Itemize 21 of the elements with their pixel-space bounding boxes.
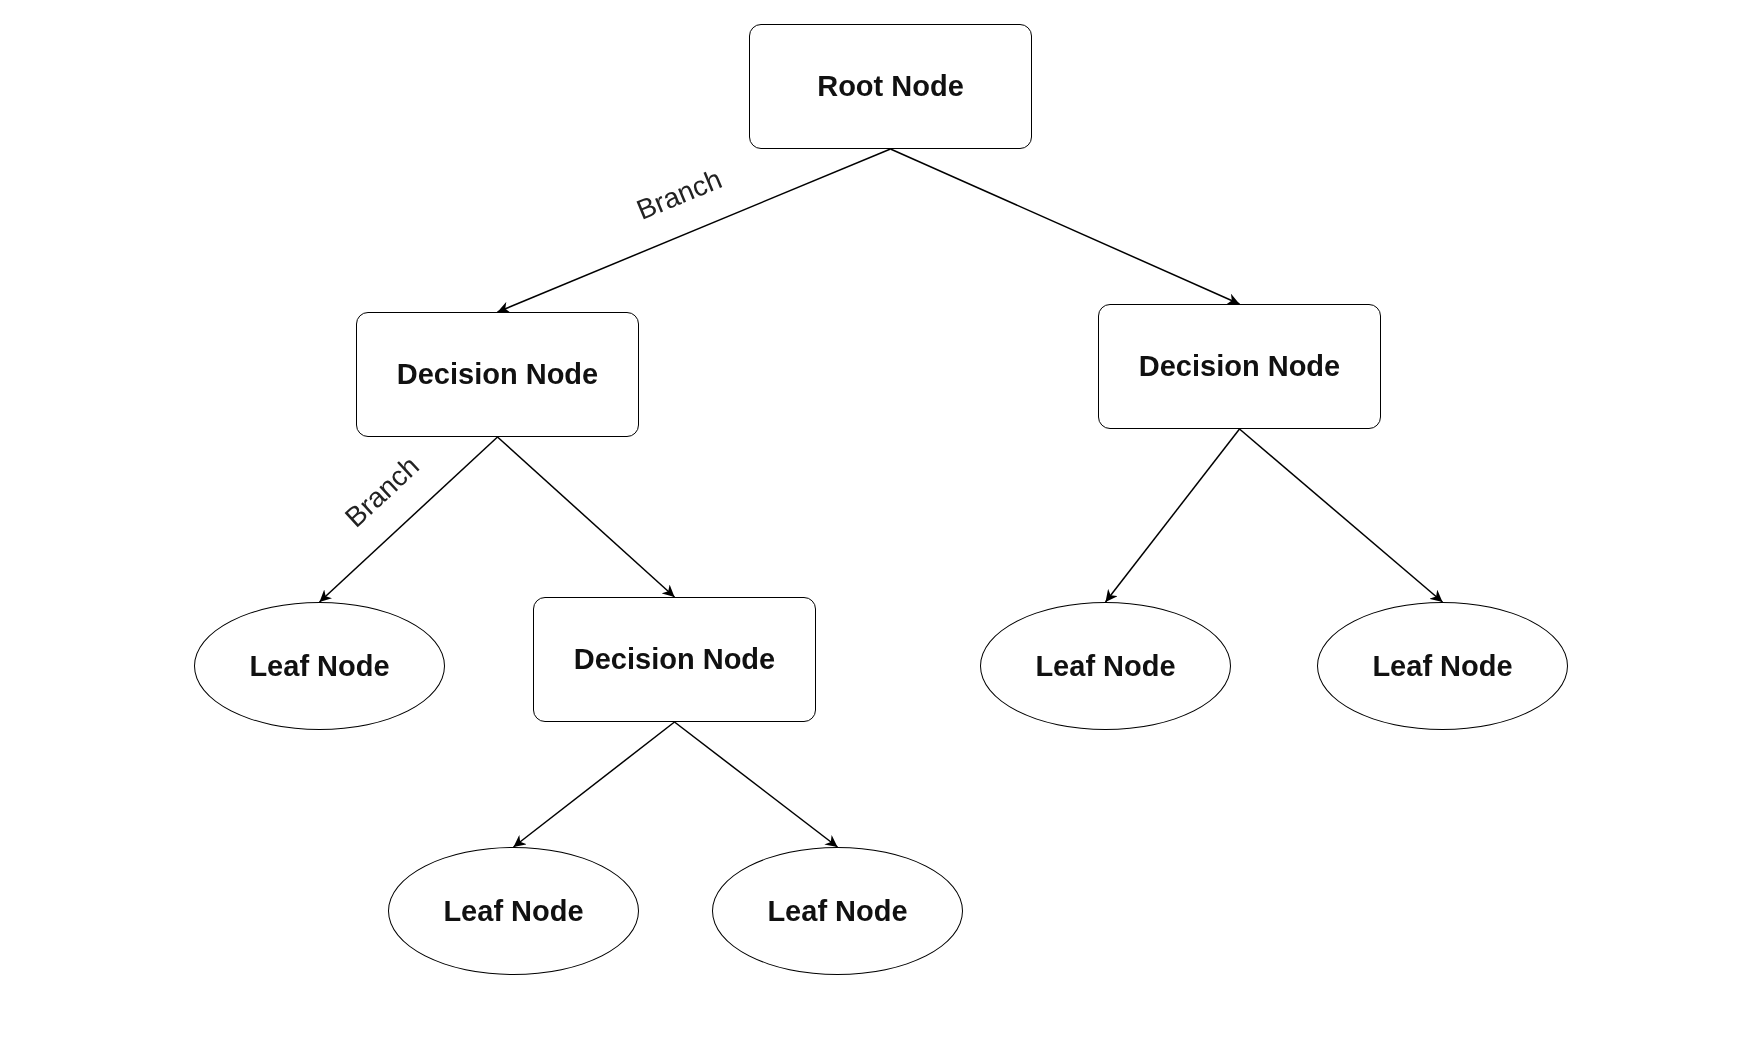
decision-box xyxy=(356,312,639,437)
arrow xyxy=(318,436,499,603)
node-label: Leaf Node xyxy=(767,894,908,928)
arrow xyxy=(673,721,839,848)
node-label: Leaf Node xyxy=(1035,649,1176,683)
decision-box xyxy=(1098,304,1381,429)
node-label: Decision Node xyxy=(573,643,776,676)
arrow xyxy=(1104,428,1241,603)
decision-box xyxy=(749,24,1032,149)
node-label: Root Node xyxy=(817,70,964,103)
arrow xyxy=(496,436,676,598)
arrow xyxy=(1238,428,1444,603)
node-label: Decision Node xyxy=(1138,350,1341,383)
arrow xyxy=(496,148,892,313)
node-label: Leaf Node xyxy=(1372,649,1513,683)
node-label: Leaf Node xyxy=(249,649,390,683)
arrow xyxy=(889,148,1241,305)
arrow xyxy=(512,721,676,848)
decision-box xyxy=(533,597,816,722)
node-label: Decision Node xyxy=(396,358,599,391)
node-label: Leaf Node xyxy=(443,894,584,928)
